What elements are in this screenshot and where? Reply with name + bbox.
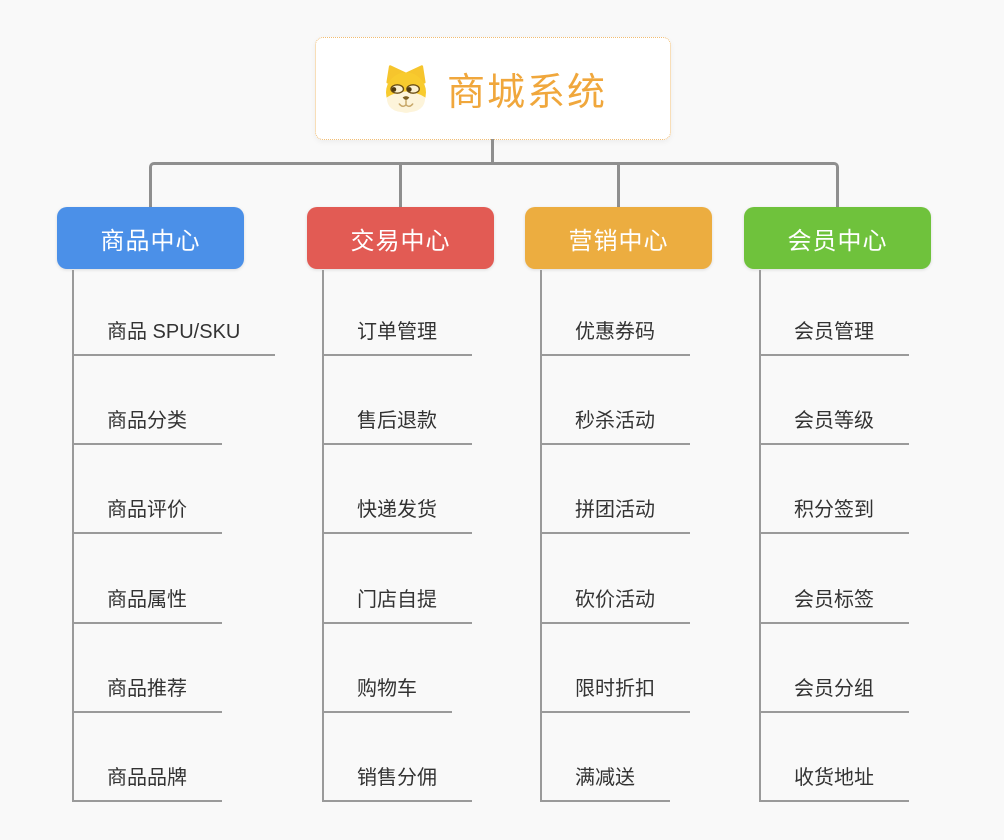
branch-head-trade[interactable]: 交易中心 <box>307 207 494 269</box>
leaf-item[interactable]: 快递发货 <box>322 494 472 534</box>
leaf-item[interactable]: 限时折扣 <box>540 673 690 713</box>
root-title: 商城系统 <box>446 72 607 114</box>
leaf-item[interactable]: 优惠券码 <box>540 316 690 356</box>
leaf-item[interactable]: 收货地址 <box>759 762 909 802</box>
doge-icon <box>385 64 426 112</box>
branch-trunk-line <box>72 270 74 801</box>
leaf-item[interactable]: 售后退款 <box>322 405 472 445</box>
branch-trade-center: 交易中心 订单管理售后退款快递发货门店自提购物车销售分佣 <box>307 207 547 807</box>
connector-rail <box>149 162 839 207</box>
branch-label: 交易中心 <box>350 227 451 255</box>
leaf-item[interactable]: 满减送 <box>540 762 670 802</box>
leaf-item[interactable]: 商品推荐 <box>72 673 222 713</box>
leaf-item[interactable]: 商品 SPU/SKU <box>72 316 276 356</box>
leaf-item[interactable]: 积分签到 <box>759 494 909 534</box>
leaf-item[interactable]: 秒杀活动 <box>540 405 690 445</box>
leaf-item[interactable]: 会员分组 <box>759 673 909 713</box>
leaf-item[interactable]: 购物车 <box>322 673 452 713</box>
connector-root-stem <box>491 139 494 165</box>
connector-drop-marketing <box>617 164 620 207</box>
branch-label: 营销中心 <box>568 227 669 255</box>
leaf-item[interactable]: 订单管理 <box>322 316 472 356</box>
leaf-item[interactable]: 会员管理 <box>759 316 909 356</box>
leaf-item[interactable]: 商品评价 <box>72 494 222 534</box>
branch-member-center: 会员中心 会员管理会员等级积分签到会员标签会员分组收货地址 <box>744 207 984 807</box>
leaf-item[interactable]: 商品属性 <box>72 584 222 624</box>
root-node[interactable]: 商城系统 <box>315 37 671 140</box>
leaf-item[interactable]: 商品品牌 <box>72 762 222 802</box>
branch-head-product[interactable]: 商品中心 <box>57 207 244 269</box>
branch-head-marketing[interactable]: 营销中心 <box>525 207 712 269</box>
leaf-item[interactable]: 商品分类 <box>72 405 222 445</box>
leaf-item[interactable]: 会员标签 <box>759 584 909 624</box>
branch-head-member[interactable]: 会员中心 <box>744 207 931 269</box>
leaf-item[interactable]: 砍价活动 <box>540 584 690 624</box>
leaf-item[interactable]: 销售分佣 <box>322 762 472 802</box>
leaf-item[interactable]: 门店自提 <box>322 584 472 624</box>
branch-marketing-center: 营销中心 优惠券码秒杀活动拼团活动砍价活动限时折扣满减送 <box>525 207 765 807</box>
branch-product-center: 商品中心 商品 SPU/SKU 商品分类商品评价商品属性商品推荐商品品牌 <box>57 207 297 807</box>
leaf-item[interactable]: 会员等级 <box>759 405 909 445</box>
branch-label: 会员中心 <box>787 227 888 255</box>
connector-drop-trade <box>399 164 402 207</box>
branch-trunk-line <box>540 270 542 801</box>
leaf-item[interactable]: 拼团活动 <box>540 494 690 534</box>
branch-trunk-line <box>322 270 324 801</box>
branch-trunk-line <box>759 270 761 801</box>
branch-label: 商品中心 <box>100 227 201 255</box>
